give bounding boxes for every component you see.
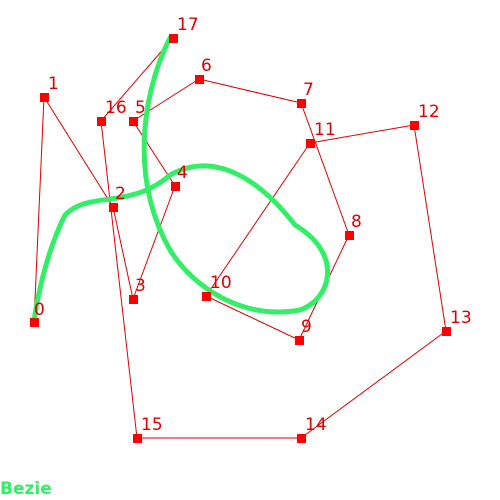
- control-point-5[interactable]: 5: [129, 98, 146, 126]
- control-point-8[interactable]: 8: [345, 212, 362, 240]
- polygon-edge: [309, 124, 415, 144]
- point-label: 13: [450, 308, 472, 328]
- polygon-edge: [198, 78, 302, 104]
- point-marker[interactable]: [169, 34, 178, 43]
- point-marker[interactable]: [129, 117, 138, 126]
- point-marker[interactable]: [30, 318, 39, 327]
- point-label: 16: [105, 98, 127, 118]
- point-label: 6: [201, 56, 212, 76]
- polygon-edge: [132, 78, 200, 122]
- polygon-edge: [413, 124, 447, 332]
- control-point-14[interactable]: 14: [297, 415, 327, 443]
- point-label: 1: [48, 74, 59, 94]
- point-label: 10: [210, 273, 232, 293]
- point-label: 11: [314, 120, 336, 140]
- point-marker[interactable]: [129, 295, 138, 304]
- point-marker[interactable]: [345, 231, 354, 240]
- point-label: 5: [135, 98, 146, 118]
- polygon-edge: [205, 142, 311, 297]
- polygon-edge: [100, 120, 138, 439]
- point-label: 3: [135, 276, 146, 296]
- control-point-17[interactable]: 17: [169, 15, 199, 43]
- control-polygon: [33, 37, 447, 439]
- control-point-2[interactable]: 2: [109, 184, 126, 212]
- point-marker[interactable]: [171, 182, 180, 191]
- control-point-10[interactable]: 10: [202, 273, 232, 301]
- polygon-edge: [33, 96, 45, 323]
- control-point-1[interactable]: 1: [40, 74, 59, 102]
- control-point-0[interactable]: 0: [30, 300, 45, 327]
- point-marker[interactable]: [297, 99, 306, 108]
- point-label: 14: [305, 415, 327, 435]
- point-marker[interactable]: [410, 121, 419, 130]
- control-point-15[interactable]: 15: [133, 415, 163, 443]
- point-label: 9: [301, 317, 312, 337]
- polygon-edge: [205, 295, 300, 341]
- point-label: 15: [141, 415, 163, 435]
- control-point-7[interactable]: 7: [297, 80, 314, 108]
- control-point-12[interactable]: 12: [410, 102, 440, 130]
- bezier-curve: [31, 35, 330, 325]
- control-point-6[interactable]: 6: [195, 56, 212, 84]
- point-marker[interactable]: [306, 139, 315, 148]
- point-marker[interactable]: [202, 292, 211, 301]
- polygon-edge: [132, 185, 176, 300]
- point-label: 8: [351, 212, 362, 232]
- point-marker[interactable]: [297, 434, 306, 443]
- polygon-edge: [112, 206, 134, 300]
- point-label: 0: [34, 300, 45, 320]
- point-label: 12: [418, 102, 440, 122]
- polygon-edge: [43, 96, 114, 208]
- point-label: 7: [303, 80, 314, 100]
- point-marker[interactable]: [133, 434, 142, 443]
- point-marker[interactable]: [295, 336, 304, 345]
- caption: Bezie: [0, 479, 52, 499]
- point-marker[interactable]: [97, 117, 106, 126]
- control-point-4[interactable]: 4: [171, 163, 188, 191]
- control-point-13[interactable]: 13: [442, 308, 472, 336]
- polygon-edge: [300, 330, 447, 439]
- point-label: 4: [177, 163, 188, 183]
- control-point-3[interactable]: 3: [129, 276, 146, 304]
- polygon-edge: [300, 102, 350, 236]
- point-marker[interactable]: [109, 203, 118, 212]
- control-point-11[interactable]: 11: [306, 120, 336, 148]
- point-marker[interactable]: [195, 75, 204, 84]
- point-label: 17: [177, 15, 199, 35]
- control-point-16[interactable]: 16: [97, 98, 127, 126]
- control-point-9[interactable]: 9: [295, 317, 312, 345]
- point-marker[interactable]: [40, 93, 49, 102]
- point-marker[interactable]: [442, 327, 451, 336]
- point-label: 2: [115, 184, 126, 204]
